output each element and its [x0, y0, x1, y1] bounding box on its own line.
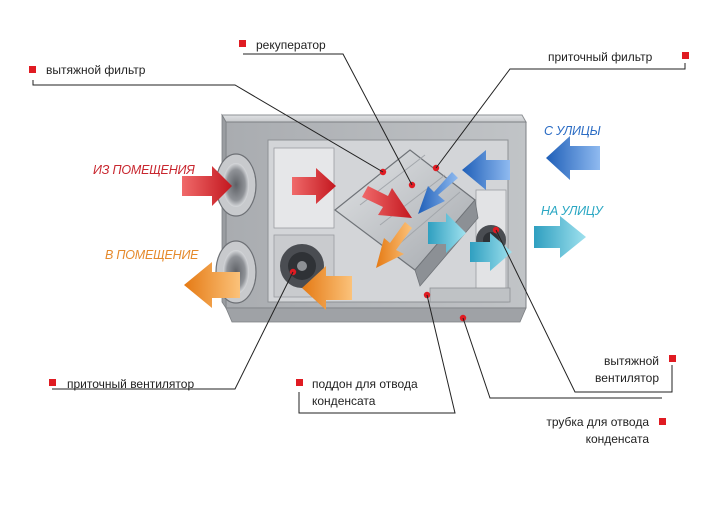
marker-recuperator — [239, 40, 246, 47]
label-condensate-tray-line2: конденсата — [312, 394, 376, 408]
leader-supply-filter — [435, 63, 686, 169]
label-to-room: В ПОМЕЩЕНИЕ — [105, 248, 199, 262]
arrow-inside-cyan-2 — [470, 233, 512, 271]
duct-exhaust-in — [215, 153, 257, 217]
leader-supply-fan — [52, 271, 294, 390]
arrow-inside-cyan-1 — [428, 213, 466, 253]
label-from-street: С УЛИЦЫ — [544, 124, 601, 138]
label-condensate-tube-line2: конденсата — [585, 432, 649, 446]
label-exhaust-fan-line1: вытяжной — [603, 354, 659, 368]
label-condensate-tray-line1: поддон для отвода — [312, 377, 418, 391]
marker-exhaust-fan — [669, 355, 676, 362]
marker-condensate-tray — [296, 379, 303, 386]
label-exhaust-fan-line2: вентилятор — [595, 371, 659, 385]
arrow-inside-red-1 — [292, 168, 336, 204]
leader-lines — [32, 53, 686, 414]
arrow-to-street — [534, 216, 586, 258]
label-to-street: НА УЛИЦУ — [541, 204, 603, 218]
arrow-inside-orange-2 — [376, 222, 412, 268]
arrow-inside-blue-1 — [462, 150, 510, 190]
arrow-inside-orange-1 — [302, 266, 352, 310]
label-supply-fan: приточный вентилятор — [67, 377, 195, 391]
leader-condensate-tube — [462, 317, 662, 399]
leader-exhaust-fan — [495, 229, 673, 393]
arrow-to-room — [184, 262, 240, 308]
arrow-from-street — [546, 136, 600, 180]
leader-exhaust-filter — [32, 80, 384, 173]
label-supply-filter: приточный фильтр — [548, 50, 653, 64]
label-recuperator: рекуператор — [256, 38, 326, 52]
arrow-from-room — [182, 166, 232, 206]
arrow-inside-blue-2 — [418, 172, 458, 214]
label-exhaust-filter: вытяжной фильтр — [46, 63, 146, 77]
leader-condensate-tray — [298, 294, 456, 414]
marker-condensate-tube — [659, 418, 666, 425]
leader-recuperator — [243, 53, 413, 186]
marker-supply-fan — [49, 379, 56, 386]
label-condensate-tube-line1: трубка для отвода — [546, 415, 649, 429]
arrow-inside-red-2 — [362, 186, 412, 218]
marker-supply-filter — [682, 52, 689, 59]
label-from-room: ИЗ ПОМЕЩЕНИЯ — [93, 163, 195, 177]
marker-exhaust-filter — [29, 66, 36, 73]
